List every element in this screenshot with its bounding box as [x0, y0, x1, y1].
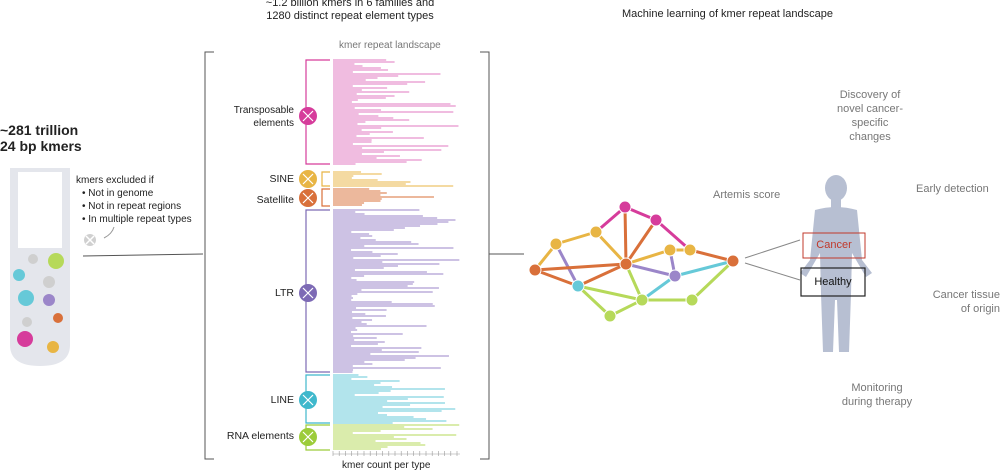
app-discovery-line: changes: [849, 131, 891, 143]
human-body-silhouette: [800, 175, 872, 352]
kmer-total: ~281 trillion 24 bp kmers: [0, 122, 82, 154]
network-edge: [594, 230, 628, 266]
tube-connector-line: [82, 253, 204, 257]
network-node: [649, 213, 663, 227]
network-edge: [624, 248, 672, 266]
app-discovery-line: novel cancer-: [836, 103, 904, 115]
repeat-network: [528, 200, 740, 323]
tube-kmer-icons: [13, 253, 64, 353]
cancer-box: [802, 232, 866, 259]
network-edge: [623, 205, 628, 266]
family-label-line: Transposable: [233, 105, 294, 116]
network-edge: [533, 268, 580, 288]
network-edge: [576, 284, 644, 302]
app-tissue-origin: Cancer tissue of origin: [920, 288, 1000, 316]
network-node: [619, 257, 633, 271]
x-axis-label: kmer count per type: [342, 460, 431, 471]
cancer-pointer-line: [744, 239, 801, 259]
network-node: [603, 309, 617, 323]
network-node: [668, 269, 682, 283]
network-edge: [624, 218, 658, 266]
family-label-line: LINE: [270, 394, 294, 406]
landscape-title: kmer repeat landscape: [339, 40, 441, 51]
kmer-landscape-bars: [333, 59, 460, 450]
family-icons: [299, 107, 317, 446]
network-node: [571, 279, 585, 293]
app-monitoring-line: during therapy: [841, 396, 913, 408]
family-label-satellite: Satellite: [256, 194, 294, 206]
network-edge: [673, 259, 735, 278]
kmer-stats-line2: 1280 distinct repeat element types: [266, 10, 434, 22]
network-node: [589, 225, 603, 239]
network-edge: [576, 262, 628, 288]
excluded-title: kmers excluded if: [76, 175, 154, 186]
family-label-rna: RNA elements: [226, 430, 294, 442]
app-early-detection: Early detection: [916, 183, 989, 195]
family-label-transposable: Transposable elements: [228, 104, 294, 130]
artemis-score-label: Artemis score: [713, 189, 781, 201]
app-discovery: Discovery of novel cancer- specific chan…: [815, 88, 925, 144]
network-node: [635, 293, 649, 307]
family-label-sine: SINE: [269, 173, 294, 185]
healthy-box: [800, 267, 866, 297]
network-node: [549, 237, 563, 251]
excluded-item: Not in genome: [82, 187, 192, 200]
network-edge: [688, 248, 735, 263]
network-node: [726, 254, 740, 268]
app-discovery-line: Discovery of: [839, 89, 901, 101]
network-node: [528, 263, 542, 277]
app-tissue-line: of origin: [960, 303, 1000, 315]
kmer-total-line1: ~281 trillion: [0, 122, 79, 138]
kmer-stats-line1: ~1.2 billion kmers in 6 families and: [265, 0, 435, 9]
left-bracket: [204, 51, 214, 460]
network-edge: [554, 242, 580, 288]
app-tissue-line: Cancer tissue: [932, 289, 1000, 301]
kmer-stats: ~1.2 billion kmers in 6 families and 128…: [245, 0, 455, 23]
network-edge: [690, 259, 735, 302]
network-edge: [654, 218, 692, 252]
network-edge: [624, 262, 644, 302]
healthy-label: Healthy: [814, 276, 852, 288]
excluded-item: In multiple repeat types: [82, 213, 191, 226]
app-discovery-line: specific: [851, 117, 889, 129]
network-node: [685, 293, 699, 307]
network-edge: [576, 284, 612, 318]
healthy-pointer-line: [744, 262, 801, 281]
excluded-item: Not in repeat regions: [82, 200, 192, 213]
network-edge: [624, 262, 677, 278]
cancer-label: Cancer: [816, 239, 852, 251]
network-node: [618, 200, 632, 214]
family-label-ltr: LTR: [274, 287, 294, 299]
network-node: [663, 243, 677, 257]
family-label-line: elements: [253, 118, 294, 129]
tube-empty-region: [18, 172, 62, 248]
network-node: [683, 243, 697, 257]
network-edge: [640, 274, 677, 302]
network-edge: [533, 262, 628, 272]
excluded-list: Not in genome Not in repeat regions In m…: [82, 187, 192, 226]
app-monitoring: Monitoring during therapy: [832, 381, 922, 409]
right-bracket: [480, 51, 490, 460]
x-axis-ticks: [332, 451, 460, 456]
test-tube: [10, 168, 70, 366]
ml-title: Machine learning of kmer repeat landscap…: [622, 8, 833, 20]
network-edge: [554, 230, 598, 246]
app-monitoring-line: Monitoring: [851, 382, 903, 394]
excluded-arrow: [103, 226, 115, 239]
kmer-total-line2: 24 bp kmers: [0, 138, 82, 154]
